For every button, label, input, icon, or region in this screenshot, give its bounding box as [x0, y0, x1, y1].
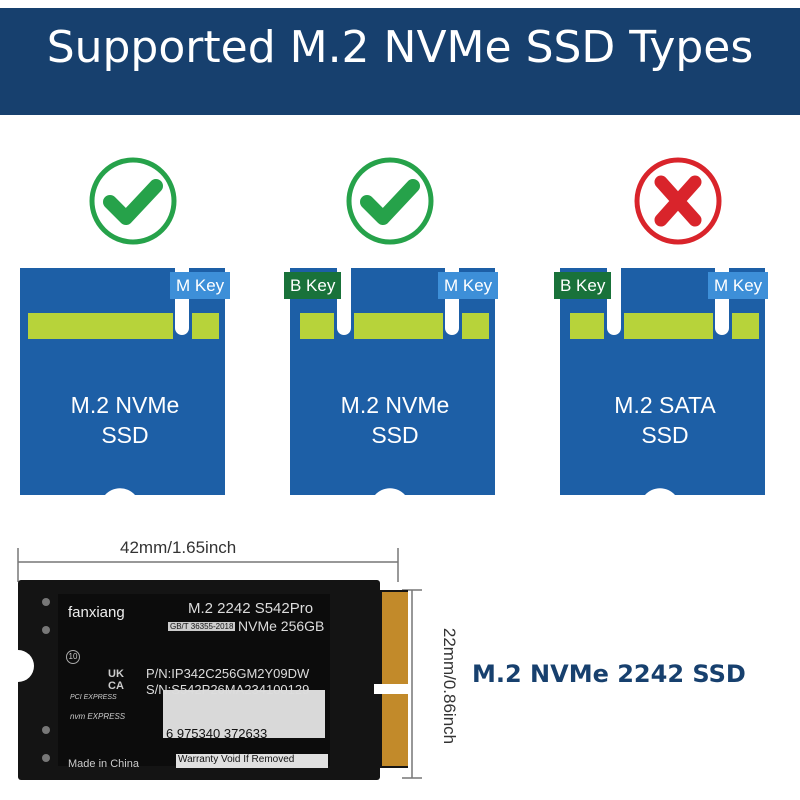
- check-icon: [346, 157, 434, 245]
- part-number-label: P/N:IP342C256GM2Y09DW: [146, 666, 310, 681]
- header-banner: [0, 8, 800, 115]
- ukca-mark: UK CA: [108, 668, 124, 692]
- ssd-product-image: fanxiang M.2 2242 S542Pro NVMe 256GB GB/…: [18, 580, 410, 780]
- pci-express-logo: PCI EXPRESS: [70, 694, 117, 701]
- made-in-label: Made in China: [68, 758, 139, 770]
- m-key-label: M Key: [708, 272, 769, 299]
- ssd-type-sub-label: SSD: [371, 422, 419, 448]
- product-title: M.2 NVMe 2242 SSD: [472, 660, 746, 688]
- ssd-card-shape: [560, 268, 765, 495]
- barcode-number-label: 6 975340 372633: [166, 726, 268, 741]
- brand-label: fanxiang: [68, 604, 125, 621]
- b-key-label: B Key: [284, 272, 342, 299]
- standard-label: GB/T 36355-2018: [168, 622, 236, 631]
- b-key-label: B Key: [554, 272, 612, 299]
- page-title: Supported M.2 NVMe SSD Types: [46, 22, 754, 73]
- m-key-label: M Key: [438, 272, 499, 299]
- height-dimension-label: 22mm/0.86inch: [440, 627, 459, 745]
- ssd-type-sub-label: SSD: [101, 422, 149, 448]
- width-dimension-label: 42mm/1.65inch: [120, 538, 237, 557]
- ssd-pcb: [18, 580, 410, 780]
- capacity-label: NVMe 256GB: [238, 618, 325, 634]
- cross-icon: [634, 157, 722, 245]
- model-label: M.2 2242 S542Pro: [188, 600, 314, 617]
- ssd-card-nvme-m-key: M Key M.2 NVMe SSD: [20, 268, 231, 498]
- ssd-type-label: M.2 NVMe: [340, 392, 450, 418]
- ssd-card-shape: [290, 268, 495, 495]
- check-icon: [89, 157, 177, 245]
- m-key-label: M Key: [170, 272, 231, 299]
- ssd-card-sata-bm-key: B Key M Key M.2 SATA SSD: [554, 268, 770, 498]
- ssd-type-sub-label: SSD: [641, 422, 689, 448]
- serial-number-label: S/N:S542P26MA234100129: [146, 682, 310, 697]
- ssd-type-label: M.2 SATA: [614, 392, 716, 418]
- speed-class-badge: 10: [66, 650, 80, 664]
- ssd-card-nvme-bm-key: B Key M Key M.2 NVMe SSD: [284, 268, 500, 498]
- nvm-express-logo: nvm EXPRESS: [70, 712, 126, 721]
- warranty-label: Warranty Void If Removed: [178, 754, 295, 765]
- ssd-type-label: M.2 NVMe: [70, 392, 180, 418]
- ssd-card-shape: [20, 268, 225, 495]
